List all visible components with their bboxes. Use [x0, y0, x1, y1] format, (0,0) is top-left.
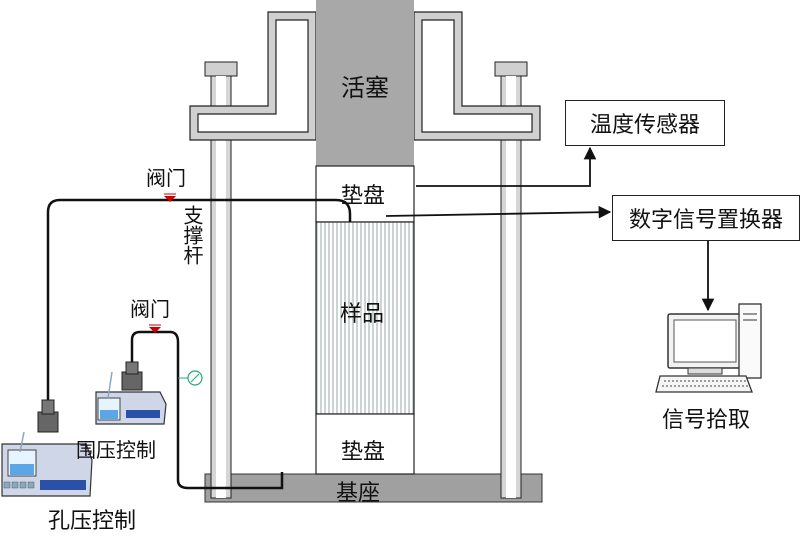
pore-pressure-pipe	[46, 198, 352, 412]
valve-icon	[164, 196, 176, 202]
pad-top-label: 垫盘	[341, 184, 386, 209]
pore-control-label: 孔压控制	[48, 509, 137, 534]
pad-bottom	[315, 413, 415, 475]
computer-icon	[655, 303, 762, 393]
valve-mid-label: 阀门	[130, 297, 170, 321]
pump-icon	[95, 361, 167, 425]
piston-label: 活塞	[341, 74, 389, 102]
support-rod-right	[494, 61, 528, 499]
arrow-to-temp-sensor	[416, 146, 597, 187]
bracket-right	[413, 11, 541, 141]
sample	[315, 221, 415, 415]
piston	[316, 0, 414, 166]
support-rod-label: 支撑杆	[180, 205, 204, 265]
confining-control-label: 围压控制	[76, 438, 156, 462]
confining-pressure-pipe	[130, 330, 284, 490]
arrow-to-converter	[385, 205, 612, 219]
sample-label: 样品	[340, 302, 385, 327]
signal-pickup-label: 信号拾取	[662, 408, 751, 433]
support-rod-left	[204, 61, 238, 499]
pump-icon	[1, 399, 93, 497]
pad-top	[315, 165, 415, 223]
pad-bottom-label: 垫盘	[341, 440, 386, 465]
temp-sensor-box: 温度传感器	[565, 100, 725, 146]
digital-converter-box: 数字信号置换器	[612, 195, 800, 241]
valve-top-label: 阀门	[146, 166, 186, 190]
base-label: 基座	[336, 481, 381, 506]
valve-icon	[149, 327, 161, 333]
